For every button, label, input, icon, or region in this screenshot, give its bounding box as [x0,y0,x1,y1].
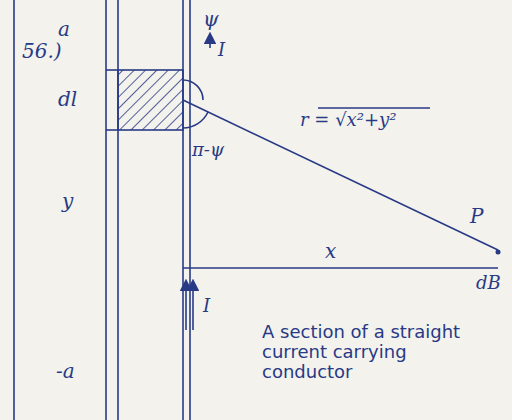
conductor-edge [182,0,184,420]
current-arrow [192,285,194,330]
distance-line [183,100,498,250]
distance-label: x [325,240,336,262]
conductor-edge [189,0,191,420]
current-arrow [185,285,187,330]
problem-number: 56.) [22,40,62,62]
conductor-edge [105,0,107,420]
caption-note: A section of a straight current carrying… [262,322,502,381]
tick [106,129,118,131]
angle-arc [183,80,203,100]
angle-arc [183,112,208,128]
limit-label: -a [56,360,75,382]
margin-line [13,0,15,420]
limit-label: a [58,18,70,40]
angle-label: π-ψ [192,140,224,160]
element-label: dl [58,88,77,110]
point-p [496,250,501,255]
field-label: dB [476,273,501,293]
current-label: I [218,40,225,60]
point-label: P [470,205,483,227]
angle-label: ψ [203,8,219,30]
distance-label: r = √x²+y² [300,110,396,130]
current-arrow [209,38,211,48]
radical-bar [318,107,430,109]
tick [106,69,118,71]
current-label: I [203,296,210,316]
conductor-edge [117,0,119,420]
current-element [118,70,183,130]
x-line [183,267,498,269]
position-label: y [62,190,73,212]
